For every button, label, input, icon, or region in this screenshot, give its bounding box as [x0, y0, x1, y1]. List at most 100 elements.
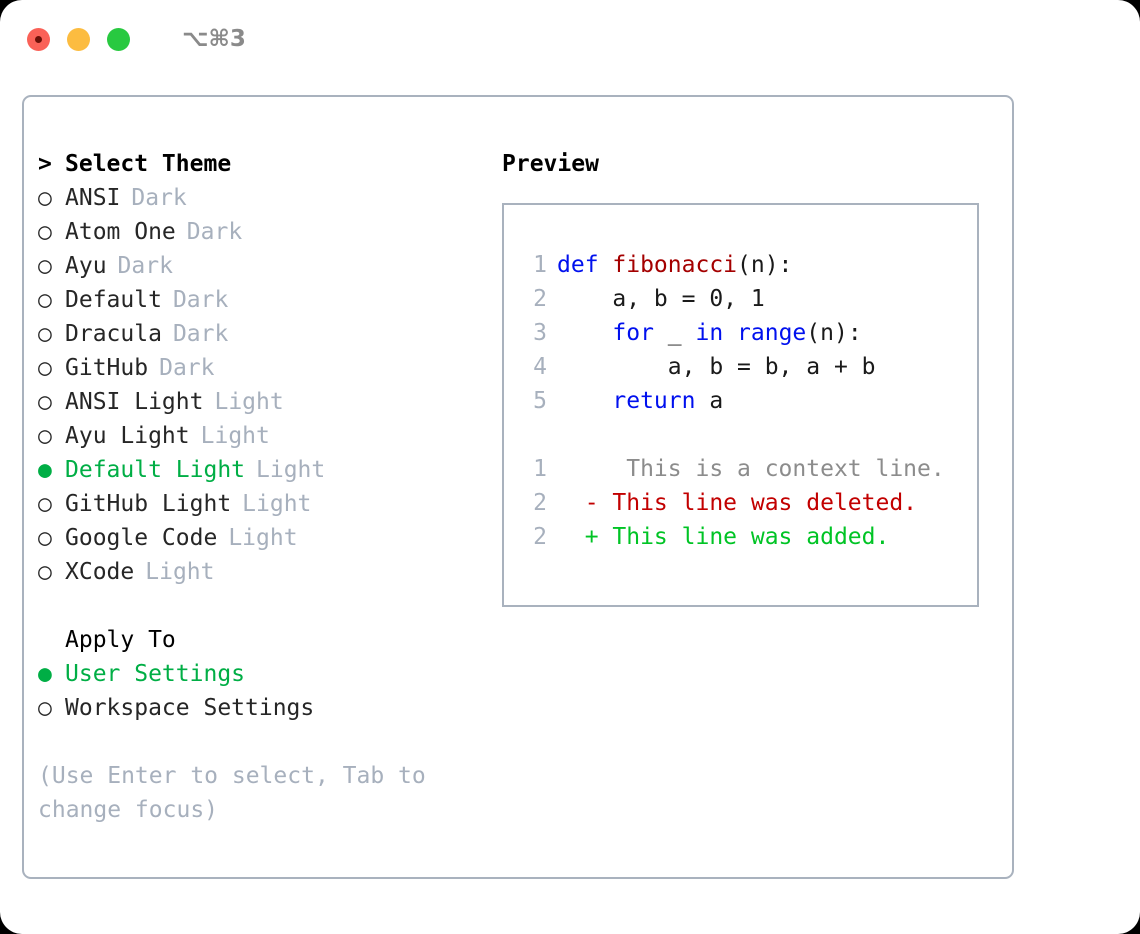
code-token-plain: a	[695, 388, 724, 414]
option-variant-tag: Dark	[159, 355, 215, 381]
line-number: 5	[533, 388, 547, 414]
option-label: Google Code	[65, 525, 218, 551]
radio-unselected-icon: ○	[38, 287, 52, 313]
code-token-plain: a, b = 0, 1	[557, 286, 765, 312]
code-token-plain: _	[653, 320, 696, 346]
option-variant-tag: Light	[214, 389, 284, 415]
apply-to-focus-marker	[38, 623, 65, 657]
code-content: def fibonacci(n):	[557, 248, 792, 282]
line-number: 2	[533, 490, 547, 516]
code-token-fn: fibonacci	[612, 252, 738, 278]
radio-unselected-icon: ○	[38, 355, 52, 381]
option-label: GitHub Light	[65, 491, 232, 517]
line-number: 2	[533, 286, 547, 312]
title-bar: ⌥⌘3	[0, 0, 1140, 78]
maximize-button[interactable]	[107, 27, 130, 51]
option-label: Workspace Settings	[65, 695, 315, 721]
radio-unselected-icon: ○	[38, 695, 52, 721]
theme-option-github[interactable]: ○ GitHub Dark	[38, 351, 488, 385]
option-label: Default	[65, 287, 162, 313]
apply-to-heading: Apply To	[38, 623, 488, 657]
diff-content: + This line was added.	[557, 524, 890, 550]
minimize-button[interactable]	[67, 27, 90, 51]
option-variant-tag: Light	[228, 525, 298, 551]
code-content: a, b = 0, 1	[557, 282, 765, 316]
option-variant-tag: Light	[145, 559, 215, 585]
apply-option-workspace-settings[interactable]: ○ Workspace Settings	[38, 691, 488, 725]
radio-unselected-icon: ○	[38, 253, 52, 279]
code-token-plain: (n):	[806, 320, 862, 346]
code-token-plain: (n):	[737, 252, 793, 278]
code-line: 4 a, b = b, a + b	[517, 350, 971, 384]
code-line: 1 def fibonacci(n):	[517, 248, 971, 282]
code-content: return a	[557, 384, 723, 418]
option-variant-tag: Dark	[172, 287, 229, 313]
code-token-kw: range	[737, 320, 807, 346]
line-number: 1	[533, 252, 547, 278]
diff-line-ctx: 1 This is a context line.	[517, 452, 971, 486]
diff-line-del: 2 - This line was deleted.	[517, 486, 971, 520]
option-variant-tag: Light	[242, 491, 312, 517]
theme-option-default[interactable]: ○ Default Dark	[38, 283, 488, 317]
select-theme-heading: > Select Theme	[38, 147, 488, 181]
preview-heading: Preview	[502, 151, 599, 177]
option-label: User Settings	[65, 661, 246, 687]
code-token-kw: def	[557, 252, 613, 278]
code-token-kw: in	[695, 320, 724, 346]
option-variant-tag: Dark	[131, 185, 187, 211]
radio-selected-icon: ●	[38, 661, 52, 687]
apply-option-user-settings[interactable]: ● User Settings	[38, 657, 488, 691]
option-label: XCode	[65, 559, 135, 585]
radio-unselected-icon: ○	[38, 321, 52, 347]
radio-unselected-icon: ○	[38, 525, 52, 551]
option-variant-tag: Light	[256, 457, 326, 483]
traffic-lights	[27, 27, 130, 51]
option-label: Atom One	[65, 219, 176, 245]
line-number: 3	[533, 320, 547, 346]
radio-unselected-icon: ○	[38, 219, 52, 245]
code-line: 3 for _ in range(n):	[517, 316, 971, 350]
diff-line-add: 2 + This line was added.	[517, 520, 971, 554]
option-label: Ayu	[65, 253, 107, 279]
code-token-plain	[557, 320, 612, 346]
theme-option-github-light[interactable]: ○ GitHub Light Light	[38, 487, 488, 521]
select-theme-title: Select Theme	[65, 151, 232, 177]
option-label: GitHub	[65, 355, 149, 381]
radio-unselected-icon: ○	[38, 559, 52, 585]
hint-spacer	[38, 725, 488, 759]
option-variant-tag: Dark	[186, 219, 243, 245]
apply-to-title: Apply To	[65, 627, 176, 653]
code-token-kw: return	[612, 388, 696, 414]
radio-unselected-icon: ○	[38, 491, 52, 517]
apply-to-option-list: ● User Settings ○ Workspace Settings	[38, 657, 488, 725]
focus-marker-icon: >	[38, 151, 52, 177]
option-label: Dracula	[65, 321, 162, 347]
line-number: 1	[533, 456, 547, 482]
diff-sample: 1 This is a context line.2 - This line w…	[517, 452, 971, 554]
close-button[interactable]	[27, 27, 50, 51]
diff-content: This is a context line.	[557, 456, 945, 482]
code-token-plain	[557, 388, 612, 414]
option-label: Ayu Light	[65, 423, 190, 449]
diff-content: - This line was deleted.	[557, 490, 918, 516]
option-label: Default Light	[65, 457, 246, 483]
code-token-plain: a, b = b, a + b	[557, 354, 876, 380]
theme-option-xcode[interactable]: ○ XCode Light	[38, 555, 488, 589]
section-spacer	[38, 589, 488, 623]
code-token-plain	[723, 320, 737, 346]
theme-option-atom-one[interactable]: ○ Atom One Dark	[38, 215, 488, 249]
theme-option-google-code[interactable]: ○ Google Code Light	[38, 521, 488, 555]
